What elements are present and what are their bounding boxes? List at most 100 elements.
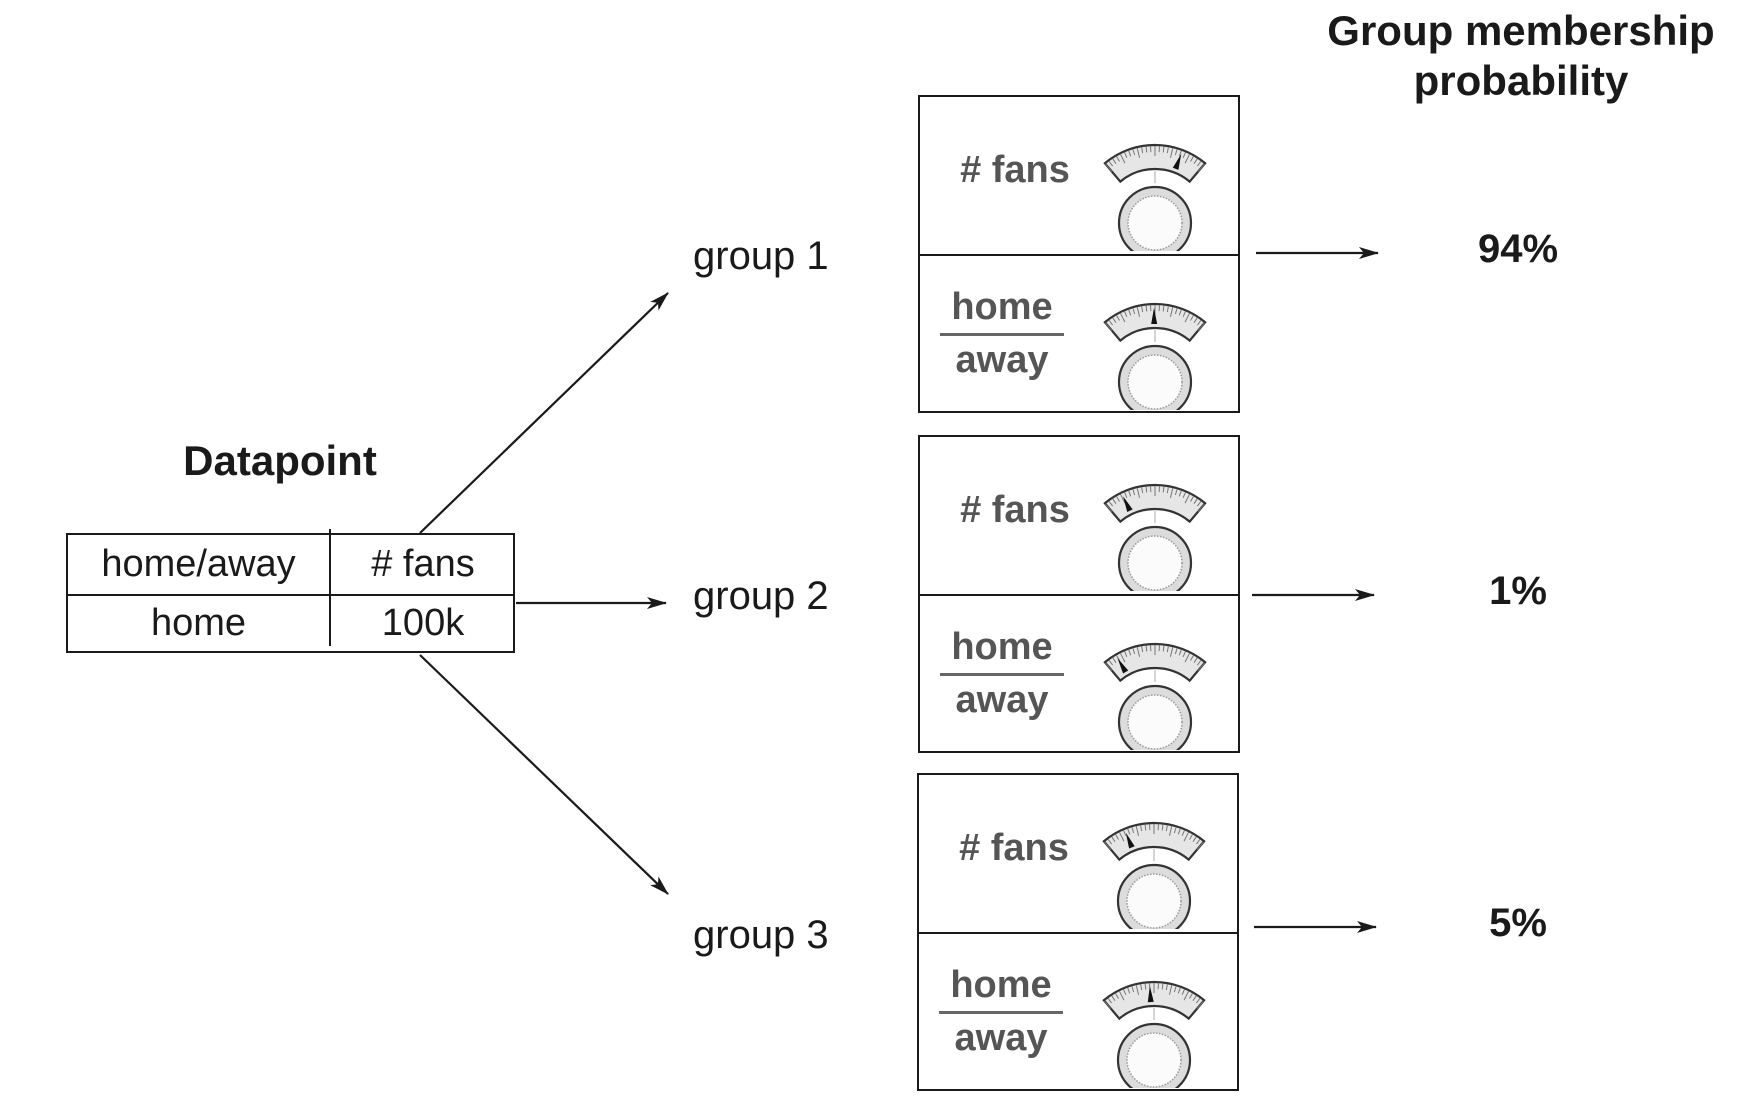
away-label: away [954, 1017, 1048, 1059]
dial-tick [1189, 834, 1193, 840]
group-3-label: group 3 [693, 913, 829, 957]
dial-tick [1190, 496, 1194, 502]
dial-tick [1112, 158, 1117, 164]
dial-tick [1132, 648, 1136, 655]
box-divider [919, 932, 1237, 934]
dial-tick [1119, 312, 1126, 323]
dial-tick [1182, 152, 1186, 159]
dial-tick [1124, 651, 1128, 658]
dial-tick [1132, 308, 1136, 315]
dial-tick [1107, 997, 1113, 1004]
dial-tick [1166, 487, 1169, 494]
table-header-row: home/away # fans [68, 535, 513, 596]
dial-tick [1182, 311, 1186, 318]
dial-tick [1189, 993, 1193, 999]
datapoint-table: home/away # fans home 100k [66, 529, 515, 653]
cell-fans: 100k [381, 602, 465, 644]
dial-tick [1166, 147, 1169, 154]
home-label: home [939, 961, 1063, 1014]
dial-tick [1178, 490, 1182, 497]
group-1-box: # fans home away [918, 95, 1240, 413]
datapoint-title: Datapoint [183, 437, 377, 484]
dial-knob-center [1126, 1032, 1182, 1088]
dial-tick [1141, 646, 1144, 653]
dial-tick [1128, 309, 1132, 316]
dial-tick [1127, 828, 1131, 835]
dial-tick [1128, 150, 1132, 157]
dial-tick [1197, 662, 1205, 671]
dial-tick [1132, 489, 1136, 496]
dial-tick [1136, 487, 1141, 498]
dial-tick [1190, 156, 1194, 162]
dial-tick [1119, 153, 1126, 164]
dial-tick [1177, 987, 1181, 994]
home-away-dial-icon [1103, 642, 1207, 750]
dial-tick [1196, 659, 1202, 666]
dial-tick [1196, 841, 1204, 850]
feature-home-away-label: home away [940, 623, 1064, 724]
dial-tick [1111, 995, 1116, 1001]
dial-tick [1173, 827, 1177, 834]
away-label: away [955, 679, 1049, 721]
dial-tick [1124, 152, 1128, 159]
dial-tick [1119, 493, 1126, 504]
dial-tick [1118, 990, 1125, 1001]
dial-tick [1196, 1000, 1204, 1009]
dial-tick [1183, 990, 1190, 1001]
dial-tick [1116, 315, 1120, 321]
fans-dial-icon [1103, 143, 1207, 251]
dial-tick [1184, 153, 1191, 164]
dial-tick [1128, 490, 1132, 497]
dial-tick [1169, 306, 1174, 317]
dial-needle [1125, 832, 1135, 849]
dial-tick [1197, 503, 1205, 512]
column-header-fans: # fans [371, 543, 475, 585]
cell-home-away: home [150, 602, 247, 644]
dial-tick [1136, 147, 1141, 158]
dial-knob-center [1127, 195, 1183, 251]
dial-tick [1123, 830, 1127, 837]
dial-tick [1108, 319, 1114, 326]
dial-tick [1112, 317, 1117, 323]
dial-tick [1116, 156, 1120, 162]
dial-tick [1105, 503, 1113, 512]
dial-tick [1136, 646, 1141, 657]
dial-tick [1145, 645, 1148, 652]
dial-tick [1140, 984, 1143, 991]
dial-tick [1128, 649, 1132, 656]
dial-tick [1168, 825, 1173, 836]
dial-tick [1195, 997, 1201, 1004]
dial-tick [1105, 322, 1113, 331]
column-header-home-away: home/away [101, 543, 296, 585]
dial-tick [1135, 825, 1140, 836]
dial-tick [1169, 487, 1174, 498]
dial-tick [1132, 149, 1136, 156]
dial-tick [1124, 492, 1128, 499]
dial-tick [1131, 986, 1135, 993]
dial-tick [1116, 655, 1120, 661]
dial-tick [1196, 500, 1202, 507]
dial-tick [1145, 486, 1148, 493]
probability-header: Group membership probability [1327, 7, 1715, 104]
dial-knob-center [1126, 873, 1182, 929]
dial-tick [1161, 824, 1164, 831]
dial-tick [1174, 648, 1178, 655]
dial-tick [1162, 305, 1165, 312]
dial-tick [1192, 995, 1197, 1001]
dial-tick [1178, 150, 1182, 157]
dial-tick [1184, 312, 1191, 323]
dial-tick [1112, 498, 1117, 504]
dial-needle [1172, 153, 1182, 170]
dial-tick [1116, 496, 1120, 502]
dial-tick [1108, 500, 1114, 507]
dial-tick [1168, 984, 1173, 995]
dial-tick [1178, 309, 1182, 316]
dial-tick [1192, 836, 1197, 842]
group-3-probability: 5% [1489, 901, 1547, 945]
dial-tick [1145, 146, 1148, 153]
dial-tick [1197, 322, 1205, 331]
dial-tick [1193, 158, 1198, 164]
dial-tick [1162, 146, 1165, 153]
